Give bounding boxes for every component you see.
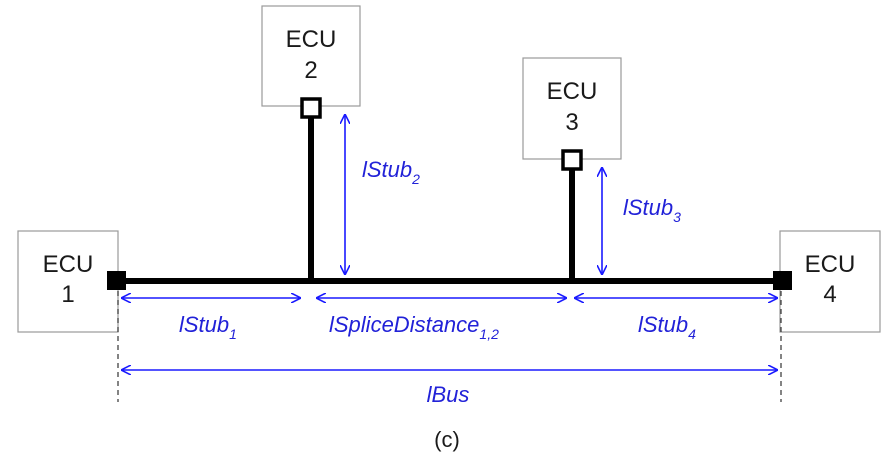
stub-3-label: lStub3 [623,195,681,225]
ecu-2-title: ECU [286,26,337,53]
ecu-3: ECU 3 [522,57,622,160]
ecu-2: ECU 2 [261,5,361,107]
ecu-1-termination [107,271,126,290]
ecu-4: ECU 4 [779,230,881,333]
ecu-2-number: 2 [304,57,317,84]
stub-1-label: lStub1 [179,312,237,342]
ecu-4-termination [773,271,792,290]
ecu-1-title: ECU [43,251,94,278]
bus-label: lBus [427,382,470,407]
ecu-3-number: 3 [565,109,578,136]
ecu-4-box [779,230,881,333]
ecu-3-connector [561,149,583,171]
ecu-3-box [522,57,622,160]
ecu-2-connector [300,97,322,119]
stub-4-label: lStub4 [638,312,696,342]
ecu-1-number: 1 [61,281,74,308]
ecu-2-box [261,5,361,107]
ecu-1: ECU 1 [17,230,119,333]
figure-caption: (c) [434,427,460,452]
ecu-1-box [17,230,119,333]
ecu-4-number: 4 [823,281,836,308]
splice-distance-label: lSpliceDistance1,2 [329,312,499,342]
stub-2-label: lStub2 [362,157,420,187]
ecu-4-title: ECU [805,251,856,278]
ecu-3-title: ECU [547,78,598,105]
